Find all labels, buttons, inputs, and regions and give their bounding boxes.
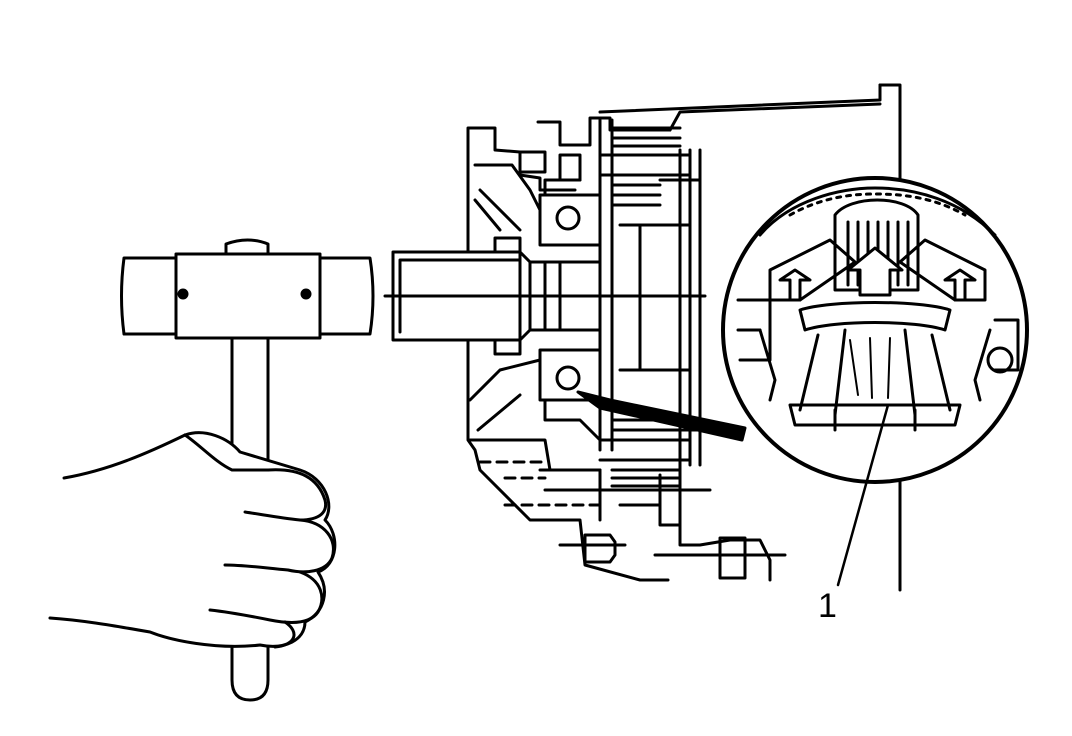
case-top-edge xyxy=(598,83,882,114)
detail-hatching xyxy=(849,337,891,399)
hammer-rivet-right xyxy=(300,288,312,300)
detail-gear-ring xyxy=(788,192,967,217)
housing-upper-bracket xyxy=(536,116,672,147)
hammer-head-right-face xyxy=(318,256,375,336)
bearing xyxy=(538,178,602,442)
hand xyxy=(48,431,337,649)
detail-left-side xyxy=(736,298,772,362)
clutch-hub xyxy=(658,148,702,467)
detail-gear-dome xyxy=(758,186,997,237)
callout-1-leader xyxy=(836,403,890,587)
bearing-lower-ball xyxy=(555,365,581,391)
detail-ribs xyxy=(758,328,992,417)
detail-leader-wedge xyxy=(576,390,747,442)
detail-up-arrow xyxy=(846,246,904,297)
case-top-inner xyxy=(668,102,882,132)
callout-1-label: 1 xyxy=(818,587,837,625)
hand-thumb xyxy=(183,433,270,472)
clutch-plates xyxy=(610,126,682,488)
callout-1 xyxy=(836,403,890,587)
detail-inner-ring xyxy=(798,301,952,332)
detail-right-wall xyxy=(898,238,987,302)
hand-finger-4 xyxy=(273,620,296,649)
detail-left-arrow-notch xyxy=(778,268,812,302)
hammer-rivet-left xyxy=(177,288,189,300)
hand-finger-3 xyxy=(208,570,324,624)
hammer-head-plate xyxy=(174,252,322,340)
detail-magnifier xyxy=(721,176,1029,484)
output-shaft xyxy=(383,236,707,356)
detail-lower-floor xyxy=(788,403,962,432)
lower-hidden-line xyxy=(478,460,602,522)
bearing-retainer xyxy=(543,178,602,442)
hand-finger-2 xyxy=(223,518,335,574)
detail-right-arrow-notch xyxy=(943,268,977,302)
shaft-seal xyxy=(493,236,522,356)
housing-lower-rib xyxy=(468,358,552,472)
detail-left-wall xyxy=(768,238,857,302)
detail-right-port xyxy=(986,346,1014,374)
bearing-upper-ball xyxy=(555,205,581,231)
detail-center-shaft xyxy=(833,198,920,292)
magnifier-contents xyxy=(736,186,1020,432)
hand-palm xyxy=(48,431,337,648)
hammer-head-left-face xyxy=(120,256,178,336)
hand-finger-1 xyxy=(243,468,328,522)
lower-fitting xyxy=(583,533,747,580)
